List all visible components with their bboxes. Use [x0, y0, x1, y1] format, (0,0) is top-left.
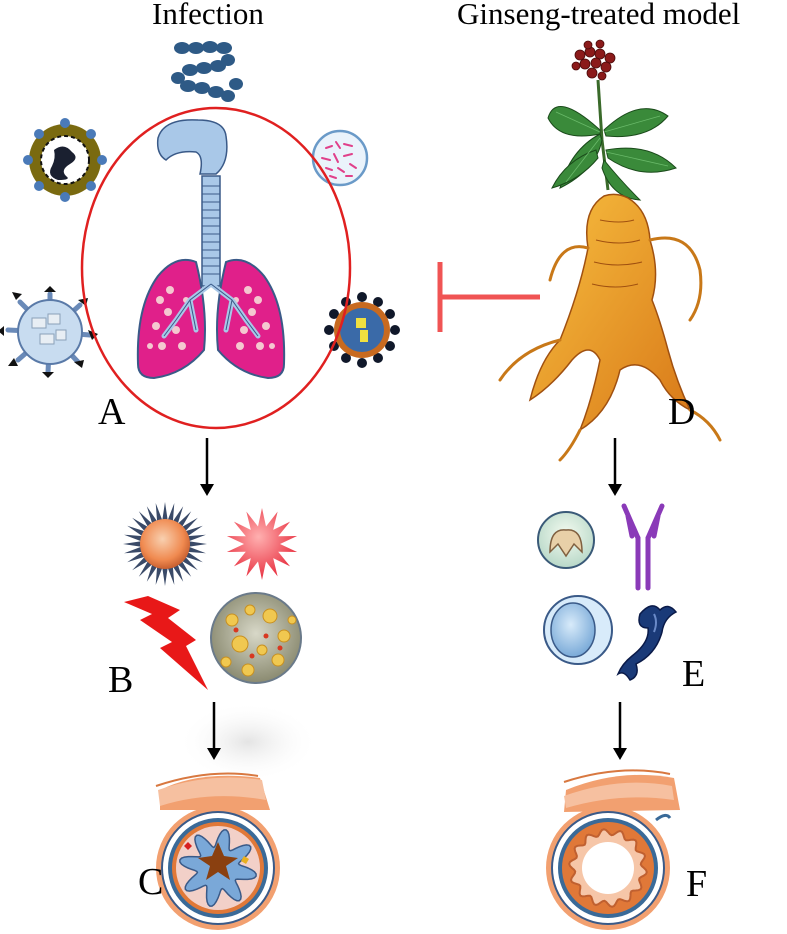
arrow-d-to-e — [608, 438, 622, 496]
lightning-bolt-icon — [124, 596, 208, 690]
healthy-airway-icon — [546, 769, 680, 930]
inflamed-airway-icon — [155, 772, 280, 930]
virus-blue-icon — [0, 286, 98, 378]
bone-like-cell-icon — [616, 605, 678, 681]
antibody-icon — [621, 503, 665, 591]
title-infection: Infection — [152, 0, 264, 31]
panel-label-e: E — [682, 653, 706, 695]
virus-black-dots-icon — [324, 292, 400, 368]
cytokine-red-icon — [226, 508, 298, 580]
shadow-blur — [178, 702, 318, 782]
bacteria-culture-icon — [311, 129, 369, 187]
cytokine-orange-icon — [123, 502, 207, 586]
streptococcus-chain-icon — [171, 41, 243, 102]
panel-label-c: C — [138, 861, 164, 903]
ginseng-root-icon — [498, 39, 722, 462]
arrow-a-to-b — [200, 438, 214, 496]
inhibition-symbol — [437, 262, 540, 332]
lymphocyte-cell-icon — [543, 595, 613, 665]
lungs-icon — [136, 119, 286, 380]
virus-brown-spikes-icon — [23, 118, 107, 202]
macrophage-cell-icon — [537, 511, 595, 569]
panel-label-f: F — [686, 863, 708, 905]
title-ginseng-treated-model: Ginseng-treated model — [457, 0, 741, 31]
cells-dish-icon — [210, 592, 302, 684]
panel-label-a: A — [98, 391, 126, 433]
panel-label-b: B — [108, 659, 134, 701]
arrow-b-to-c — [207, 702, 221, 760]
arrow-e-to-f — [613, 702, 627, 760]
panel-label-d: D — [668, 391, 696, 433]
infection-ellipse — [80, 106, 352, 430]
